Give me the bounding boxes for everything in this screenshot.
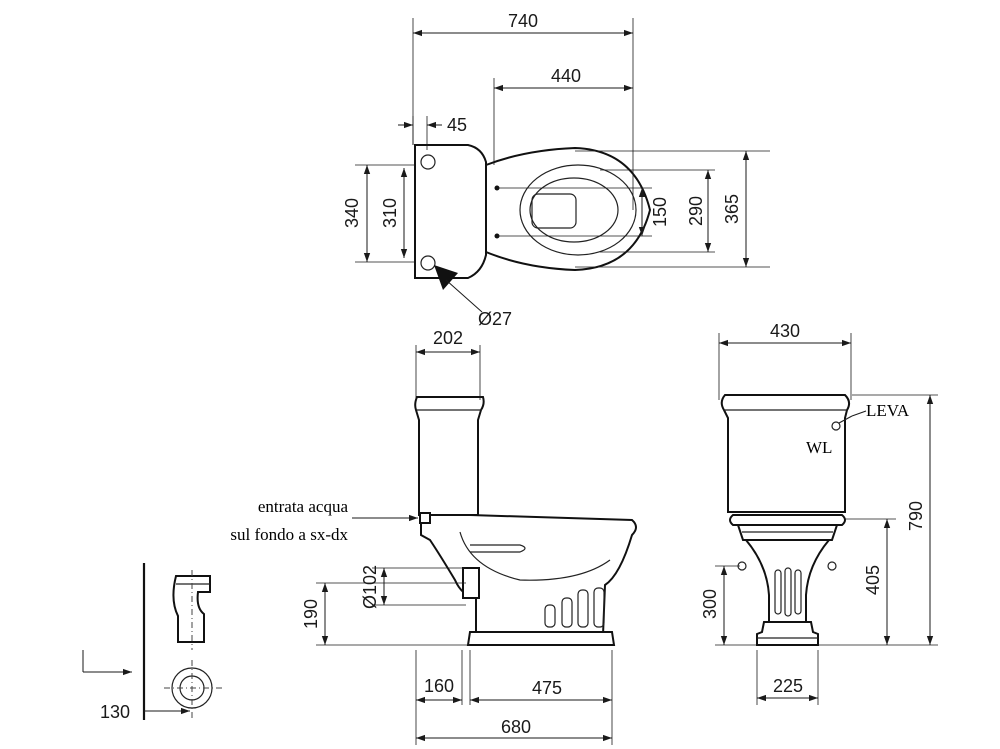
dim-side-base-length: 475 <box>532 678 562 698</box>
side-base <box>466 631 616 646</box>
hole-pointer-leader <box>445 279 483 313</box>
dim-front-base-width: 225 <box>773 676 803 696</box>
dim-side-rear-offset: 160 <box>424 676 454 696</box>
side-view: 202 entrata acqua sul fondo a sx-dx Ø102… <box>230 328 637 745</box>
dim-front-rim-height: 405 <box>863 565 883 595</box>
dim-top-width-outer: 340 <box>342 198 362 228</box>
dim-top-total-length: 740 <box>508 11 538 31</box>
top-cistern-outline <box>414 144 487 279</box>
dim-front-inlet-height: 300 <box>700 589 720 619</box>
side-inlet <box>419 512 431 524</box>
dim-side-outlet-height: 190 <box>301 599 321 629</box>
top-cistern-hole-upper <box>420 154 436 170</box>
top-view: 740 440 45 340 310 150 290 365 Ø2 <box>342 11 770 329</box>
top-bowl-rim <box>519 164 637 256</box>
top-bowl-outline <box>485 146 652 272</box>
front-base <box>756 621 819 646</box>
top-bowl-inner <box>529 177 619 243</box>
dim-side-total-length: 680 <box>501 717 531 737</box>
front-lever-arm <box>838 415 853 424</box>
label-lever: LEVA <box>866 401 910 420</box>
top-cistern-hole-lower <box>420 255 436 271</box>
dim-front-cistern-width: 430 <box>770 321 800 341</box>
label-water-inlet-line1: entrata acqua <box>258 497 349 516</box>
outlet-detail: 130 <box>82 563 222 722</box>
dim-front-total-height: 790 <box>906 501 926 531</box>
top-bowl-drain <box>531 193 577 229</box>
dim-top-bowl-width: 290 <box>686 196 706 226</box>
dim-hole-diameter: Ø27 <box>478 309 512 329</box>
side-cistern <box>414 396 485 516</box>
dim-detail-offset: 130 <box>100 702 130 722</box>
front-cistern <box>720 394 851 513</box>
dim-top-bowl-length: 440 <box>551 66 581 86</box>
dim-top-offset: 45 <box>447 115 467 135</box>
hole-pointer-arrowhead <box>434 265 458 290</box>
dim-top-width-inner: 310 <box>380 198 400 228</box>
label-water-level: WL <box>806 438 832 457</box>
label-water-inlet-line2: sul fondo a sx-dx <box>230 525 348 544</box>
dim-top-total-width: 365 <box>722 194 742 224</box>
front-pedestal <box>743 539 832 623</box>
dim-side-cistern-depth: 202 <box>433 328 463 348</box>
dim-side-outlet-diameter: Ø102 <box>360 565 380 609</box>
dim-top-seat-holes: 150 <box>650 197 670 227</box>
front-view: 430 LEVA WL 790 405 300 225 <box>700 321 938 705</box>
front-lever-knob <box>831 421 841 431</box>
front-rim <box>729 514 846 526</box>
